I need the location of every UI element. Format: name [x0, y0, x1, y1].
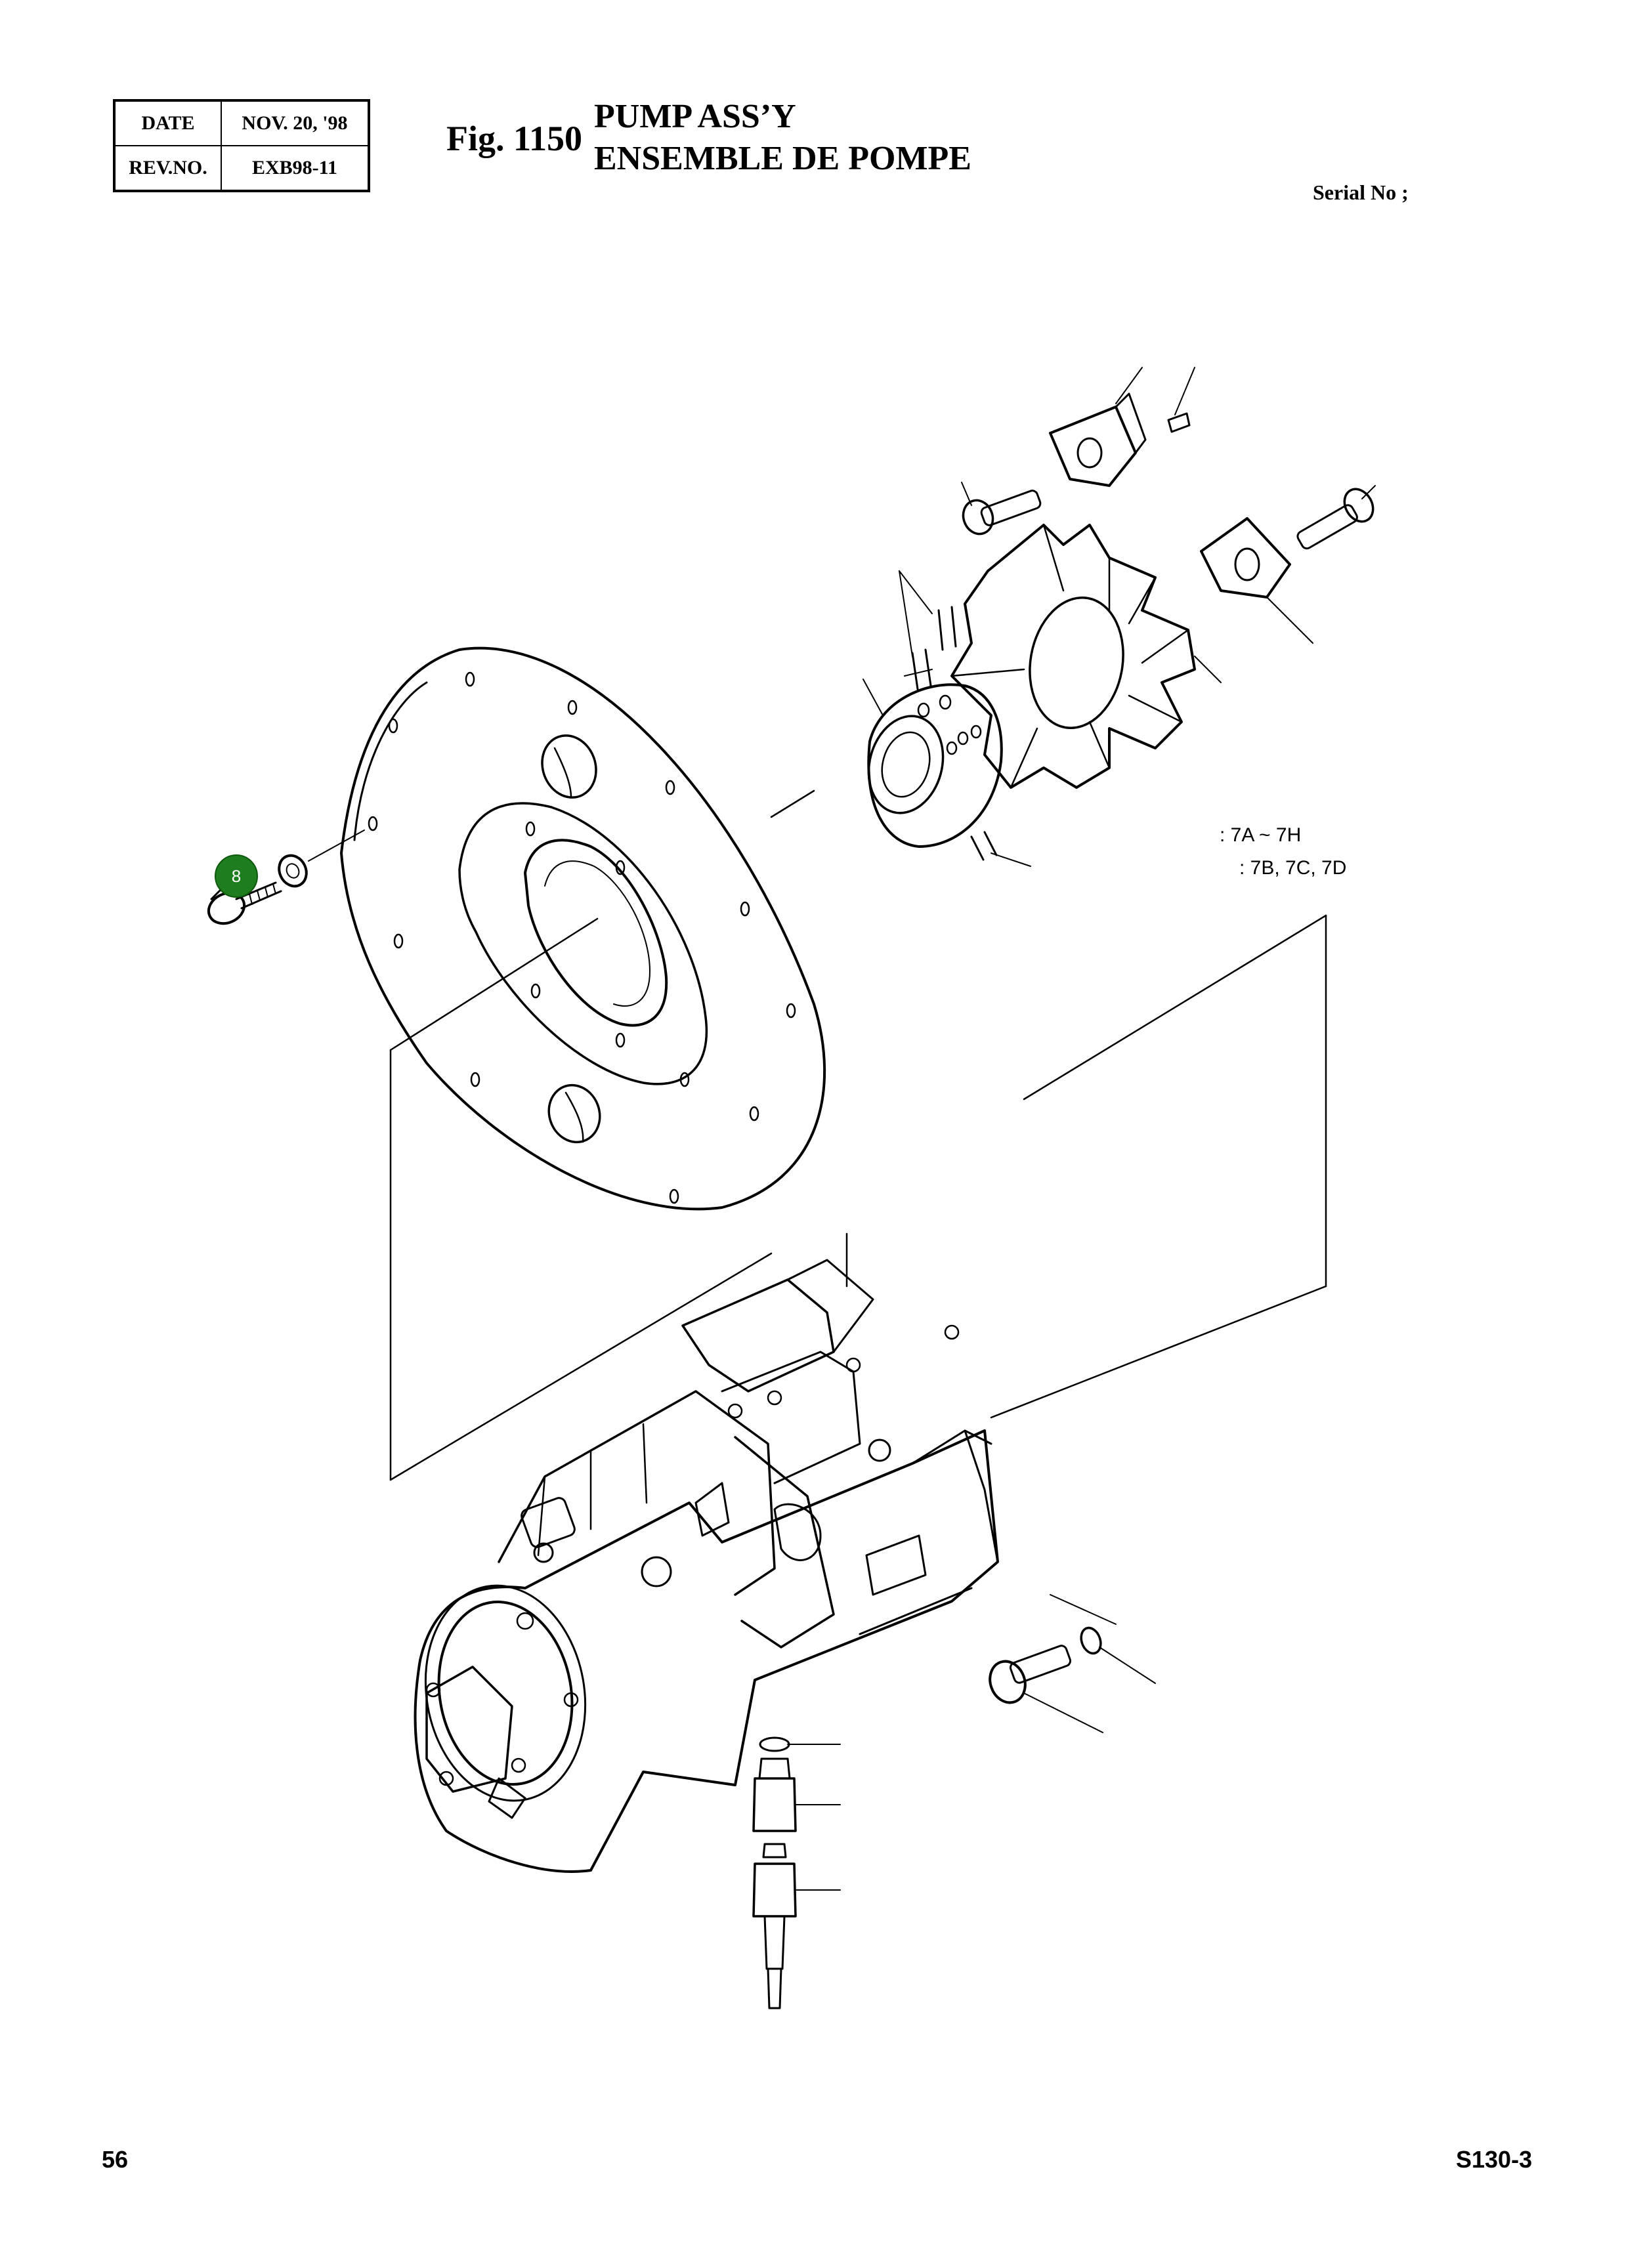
coupling-hub — [863, 570, 1031, 867]
side-bolt — [989, 1594, 1156, 1733]
flange-bolt — [207, 830, 365, 925]
revision-row: REV.NO. EXB98-11 — [114, 145, 370, 192]
flange-plate — [340, 646, 826, 1211]
legend-line-2: : 7B, 7C, 7D — [1239, 857, 1347, 879]
figure-number: Fig. 1150 — [446, 119, 583, 158]
leader-lines — [389, 789, 1327, 1481]
coupling-claw-right — [1200, 485, 1376, 644]
date-value: NOV. 20, '98 — [221, 100, 370, 146]
revision-label: REV.NO. — [114, 145, 222, 192]
callout-badge-item-8[interactable]: 8 — [215, 854, 258, 898]
title-english: PUMP ASS’Y — [594, 98, 796, 135]
legend-line-1: : 7A ~ 7H — [1220, 824, 1302, 846]
date-label: DATE — [114, 100, 222, 146]
model-number: S130-3 — [1456, 2146, 1533, 2173]
page-number: 56 — [102, 2146, 129, 2173]
coupling-claw-upper — [961, 367, 1195, 536]
pressure-sensor — [752, 1736, 841, 2009]
revision-table: DATE NOV. 20, '98 REV.NO. EXB98-11 — [113, 99, 370, 192]
date-row: DATE NOV. 20, '98 — [114, 100, 370, 146]
pump-body — [414, 1259, 999, 1873]
revision-value: EXB98-11 — [221, 145, 370, 192]
coupling-spider — [950, 524, 1222, 789]
title-french: ENSEMBLE DE POMPE — [594, 140, 971, 177]
serial-number-label: Serial No ; — [1313, 180, 1409, 204]
